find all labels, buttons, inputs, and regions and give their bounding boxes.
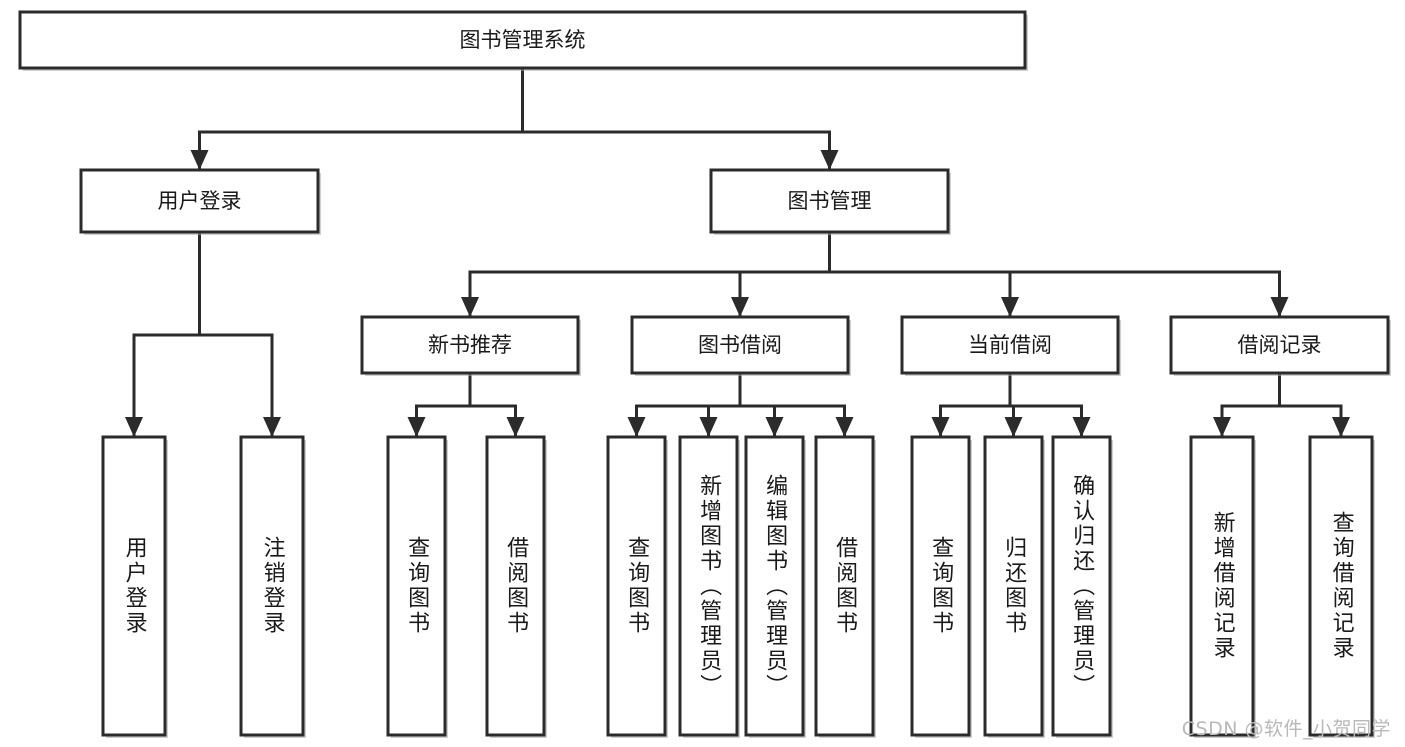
- leaf-label: 编辑图书（管理员）: [762, 473, 788, 699]
- node-level3-图书借阅[interactable]: 图书借阅: [630, 315, 851, 376]
- leaf-label: 确认归还（管理员）: [1069, 473, 1095, 699]
- connector-arrowhead: [1001, 297, 1019, 317]
- node-level2-图书管理[interactable]: 图书管理: [709, 168, 951, 235]
- leaf-label: 查询图书: [404, 536, 430, 636]
- connector-arrowhead: [627, 417, 646, 437]
- connector-arrowhead: [1332, 417, 1350, 437]
- node-leaf-2[interactable]: 查询图书: [386, 435, 448, 738]
- connector-arrowhead: [1072, 417, 1091, 437]
- leaf-label: 查询图书: [928, 536, 954, 636]
- node-leaf-1[interactable]: 注销登录: [239, 435, 306, 738]
- node-leaf-9[interactable]: 归还图书: [983, 435, 1045, 738]
- node-label: 图书管理: [788, 189, 872, 213]
- connector-arrowhead: [731, 297, 749, 317]
- connector-arrowhead: [1213, 417, 1231, 437]
- leaf-label: 新增图书（管理员）: [696, 473, 722, 699]
- node-label: 图书借阅: [698, 333, 782, 357]
- leaf-label: 用户登录: [121, 536, 147, 636]
- node-leaf-5[interactable]: 新增图书（管理员）: [678, 435, 740, 738]
- leaf-label: 查询图书: [624, 536, 650, 636]
- boxes-layer: 图书管理系统用户登录图书管理新书推荐图书借阅当前借阅借阅记录用户登录注销登录查询…: [18, 10, 1391, 738]
- connector-arrowhead: [190, 150, 209, 170]
- node-leaf-4[interactable]: 查询图书: [606, 435, 668, 738]
- leaf-label: 注销登录: [259, 536, 285, 636]
- node-label: 当前借阅: [968, 333, 1052, 357]
- node-label: 借阅记录: [1238, 333, 1322, 357]
- node-level3-当前借阅[interactable]: 当前借阅: [900, 315, 1121, 376]
- node-leaf-0[interactable]: 用户登录: [101, 435, 168, 738]
- connector-arrowhead: [263, 417, 281, 437]
- node-level2-用户登录[interactable]: 用户登录: [79, 168, 321, 235]
- connector-arrowhead: [506, 417, 525, 437]
- connector-arrowhead: [407, 417, 426, 437]
- node-label: 图书管理系统: [460, 28, 586, 52]
- connector-arrowhead: [1270, 297, 1289, 317]
- node-leaf-6[interactable]: 编辑图书（管理员）: [744, 435, 806, 738]
- edges-layer: [125, 66, 1350, 438]
- connector-arrowhead: [125, 417, 143, 437]
- connector-arrowhead: [835, 417, 854, 437]
- node-label: 用户登录: [158, 189, 242, 213]
- connector-arrowhead: [1004, 417, 1023, 437]
- leaf-label: 归还图书: [1001, 536, 1027, 636]
- node-level3-借阅记录[interactable]: 借阅记录: [1169, 315, 1391, 376]
- node-root-图书管理系统[interactable]: 图书管理系统: [18, 10, 1028, 71]
- connector-arrowhead: [699, 417, 718, 437]
- connector-arrowhead: [931, 417, 950, 437]
- node-level3-新书推荐[interactable]: 新书推荐: [360, 315, 581, 376]
- leaf-label: 借阅图书: [503, 536, 529, 636]
- node-leaf-11[interactable]: 新增借阅记录: [1189, 435, 1256, 738]
- connector-arrowhead: [765, 417, 784, 437]
- node-label: 新书推荐: [428, 333, 512, 357]
- leaf-label: 查询借阅记录: [1328, 511, 1354, 661]
- node-leaf-3[interactable]: 借阅图书: [485, 435, 547, 738]
- node-leaf-8[interactable]: 查询图书: [910, 435, 972, 738]
- node-leaf-10[interactable]: 确认归还（管理员）: [1051, 435, 1113, 738]
- connector-arrowhead: [820, 150, 839, 170]
- leaf-label: 新增借阅记录: [1209, 511, 1235, 661]
- connector-arrowhead: [461, 297, 479, 317]
- leaf-label: 借阅图书: [832, 536, 858, 636]
- node-leaf-12[interactable]: 查询借阅记录: [1308, 435, 1375, 738]
- node-leaf-7[interactable]: 借阅图书: [814, 435, 876, 738]
